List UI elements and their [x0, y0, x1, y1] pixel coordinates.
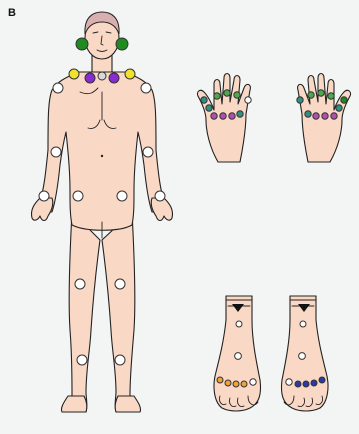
joint-left-jaw	[76, 38, 88, 50]
joint-left-wrist	[39, 191, 49, 201]
left-midfoot-joint	[235, 353, 242, 360]
joint-right-sternoclavicular	[125, 69, 135, 79]
rf-mtp-5	[319, 377, 325, 383]
lh-dip-2	[214, 93, 220, 99]
rh-pip-3	[322, 113, 328, 119]
left-ankle-joint	[236, 321, 242, 327]
lh-thumb-mcp	[206, 105, 212, 111]
rh-dip-3	[318, 90, 324, 96]
right-hand-diagram	[297, 74, 351, 163]
rh-dip-2	[328, 93, 334, 99]
lf-mtp-4	[225, 380, 231, 386]
joint-right-hip	[117, 191, 127, 201]
body-left-foot	[61, 396, 86, 412]
rh-pip-2	[331, 113, 337, 119]
left-foot-diagram	[214, 296, 261, 411]
rh-dip-5	[297, 97, 303, 103]
left-hand-diagram	[197, 74, 251, 163]
joint-right-knee	[115, 279, 125, 289]
rh-pip-5	[305, 111, 311, 117]
body-right-hand	[151, 198, 172, 221]
lh-thumb-ip	[201, 97, 207, 103]
joint-left-shoulder	[53, 83, 63, 93]
rf-mtp-2	[295, 381, 301, 387]
rh-thumb-ip	[341, 97, 347, 103]
lf-mtp-3	[233, 381, 239, 387]
joint-left-clavicle	[85, 73, 95, 83]
right-foot-diagram	[281, 296, 328, 411]
lh-dip-5	[245, 97, 251, 103]
lf-mtp-5	[217, 377, 223, 383]
joint-left-elbow	[51, 147, 61, 157]
right-midfoot-joint	[299, 353, 306, 360]
lh-dip-4	[234, 92, 240, 98]
rh-pip-4	[313, 113, 319, 119]
right-ankle-joint	[300, 321, 306, 327]
lh-pip-2	[211, 113, 217, 119]
rf-mtp-4	[311, 380, 317, 386]
right-leg	[102, 212, 135, 412]
joint-left-knee	[75, 279, 85, 289]
lh-pip-5	[237, 111, 243, 117]
joint-right-jaw	[116, 38, 128, 50]
lh-pip-3	[220, 113, 226, 119]
joint-left-hip	[73, 191, 83, 201]
lh-pip-4	[229, 113, 235, 119]
joint-left-sternoclavicular	[69, 69, 79, 79]
full-body-figure	[31, 12, 172, 412]
joint-right-wrist	[155, 191, 165, 201]
joint-right-shoulder	[141, 83, 151, 93]
rf-mtp-1	[286, 379, 292, 385]
left-leg	[67, 212, 100, 412]
rh-dip-4	[308, 92, 314, 98]
body-right-foot	[115, 396, 140, 412]
navel	[101, 155, 103, 157]
lf-mtp-2	[241, 381, 247, 387]
joint-right-clavicle	[109, 73, 119, 83]
lh-dip-3	[224, 90, 230, 96]
joint-left-ankle	[77, 355, 87, 365]
rf-mtp-3	[303, 381, 309, 387]
body-left-hand	[31, 198, 52, 221]
rh-thumb-mcp	[336, 105, 342, 111]
joint-right-ankle	[115, 355, 125, 365]
joint-manubrium	[98, 72, 106, 80]
joint-right-elbow	[143, 147, 153, 157]
lf-mtp-1	[250, 379, 256, 385]
